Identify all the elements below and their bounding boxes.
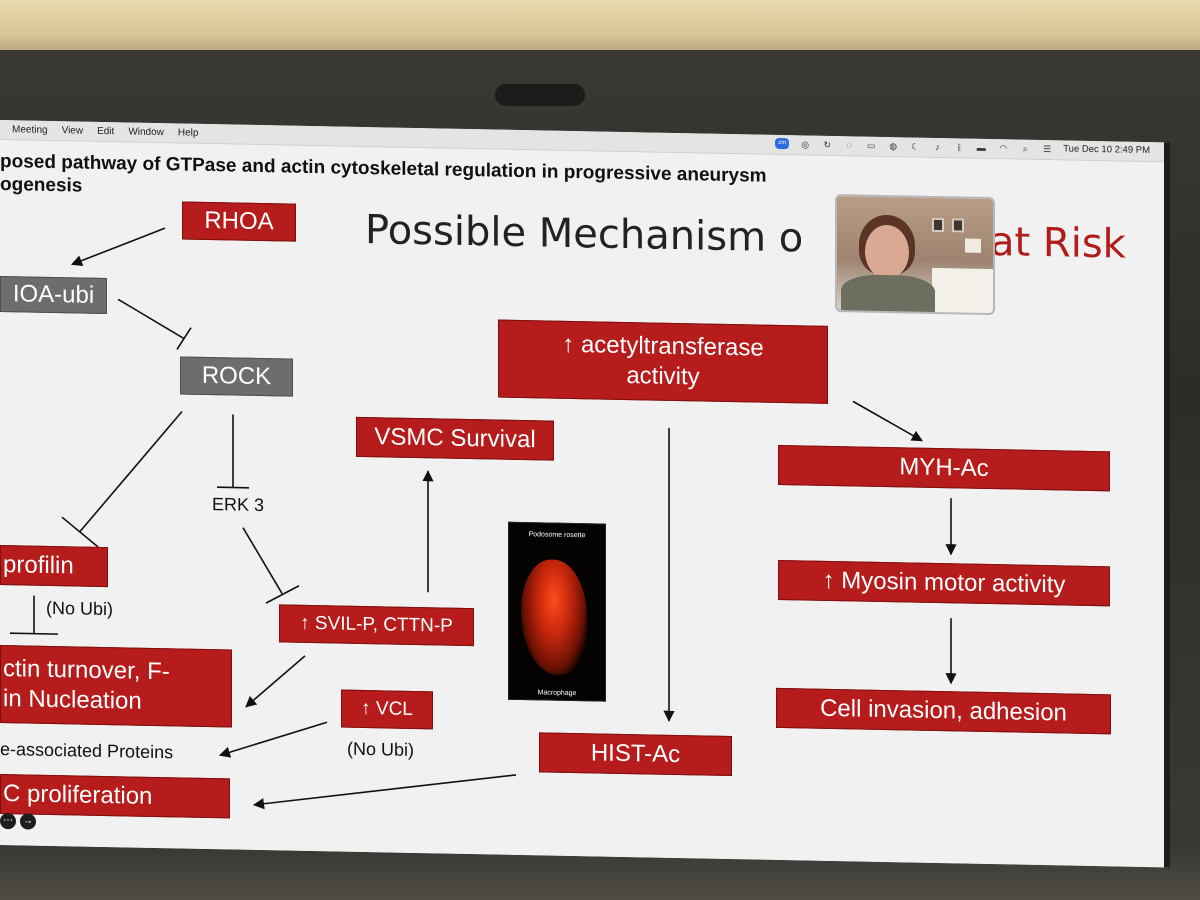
- presenter-body: [841, 274, 935, 316]
- inhibit-erk3-svil: [242, 527, 283, 594]
- moon-icon[interactable]: ☾: [911, 140, 920, 152]
- menu-edit[interactable]: Edit: [97, 125, 115, 138]
- node-rhoa-ubi: IOA-ubi: [0, 276, 107, 315]
- presenter-face: [865, 224, 909, 280]
- arrow-rhoa-to-ubi: [70, 227, 166, 266]
- micrograph-bottom-caption: Macrophage: [537, 689, 577, 698]
- inhibit-ubi-rock: [117, 298, 185, 340]
- node-rock: ROCK: [180, 356, 293, 397]
- control-center-icon[interactable]: ☰: [1043, 143, 1052, 154]
- inhibit-bar-profilin-noubi: [10, 632, 58, 635]
- spinner-icon[interactable]: ◌: [846, 139, 852, 150]
- menu-meeting[interactable]: Meeting: [12, 124, 48, 136]
- arrow-vcl-to-proteins: [218, 721, 328, 758]
- micrograph-top-caption: Podosome rosette: [528, 531, 586, 540]
- inhibit-bar-rock-profilin: [61, 516, 99, 548]
- node-proliferation: C proliferation: [0, 774, 230, 819]
- tv-screen: Meeting View Edit Window Help zm ◎ ↻ ◌ ▭…: [0, 120, 1170, 868]
- arrow-acetyl-to-myh: [852, 400, 923, 442]
- webcam-overlay[interactable]: [835, 194, 995, 316]
- more-options-icon[interactable]: ⋯: [0, 813, 16, 830]
- node-actin-turnover-line1: ctin turnover, F-: [3, 655, 170, 686]
- label-no-ubi-vcl: (No Ubi): [347, 738, 415, 760]
- label-no-ubi-profilin: (No Ubi): [46, 597, 114, 620]
- inhibit-bar-rock-erk3: [217, 486, 249, 489]
- menu-view[interactable]: View: [61, 125, 84, 137]
- pathway-arrows: [10, 227, 957, 810]
- node-hist-ac: HIST-Ac: [539, 732, 732, 777]
- wifi-icon[interactable]: ◠: [999, 142, 1008, 153]
- arrow-svil-to-actin: [245, 655, 306, 708]
- node-actin-turnover: ctin turnover, F- in Nucleation: [0, 645, 232, 728]
- node-acetyltransferase-line2: activity: [626, 362, 700, 391]
- node-actin-turnover-line2: in Nucleation: [3, 685, 142, 715]
- node-erk3: ERK 3: [212, 494, 265, 516]
- menu-clock[interactable]: Tue Dec 10 2:49 PM: [1063, 143, 1150, 157]
- podosome-micrograph: Podosome rosette Macrophage: [508, 521, 606, 702]
- node-myosin-motor: ↑ Myosin motor activity: [778, 559, 1110, 607]
- zoom-status-icon[interactable]: zm: [775, 137, 790, 150]
- battery-icon[interactable]: ▬: [976, 142, 986, 153]
- menu-window[interactable]: Window: [128, 126, 164, 139]
- tv-camera: [495, 84, 585, 106]
- node-acetyltransferase: ↑ acetyltransferase activity: [498, 319, 828, 404]
- inhibit-rock-profilin: [79, 410, 183, 533]
- sync-icon[interactable]: ↻: [823, 139, 831, 150]
- inhibit-bar-ubi-rock: [176, 327, 192, 350]
- node-profilin: profilin: [0, 545, 108, 588]
- micrograph-cell: [521, 559, 587, 676]
- slide: posed pathway of GTPase and actin cytosk…: [0, 140, 1164, 868]
- window-icon[interactable]: ▭: [866, 140, 876, 151]
- node-cell-invasion: Cell invasion, adhesion: [776, 687, 1111, 735]
- node-vsmc-survival: VSMC Survival: [356, 416, 554, 461]
- next-slide-icon[interactable]: →: [20, 813, 36, 830]
- menu-help[interactable]: Help: [177, 127, 199, 139]
- slide-nav: ⋯ →: [0, 813, 36, 830]
- search-icon[interactable]: ⌕: [1022, 143, 1028, 154]
- inhibit-bar-erk3-svil: [265, 585, 300, 604]
- screen-share-icon[interactable]: ◎: [801, 138, 810, 150]
- node-myh-ac: MYH-Ac: [778, 444, 1110, 492]
- node-acetyltransferase-line1: ↑ acetyltransferase: [562, 330, 764, 362]
- node-rhoa: RHOA: [182, 201, 296, 242]
- globe-icon[interactable]: ◍: [889, 140, 898, 151]
- arrow-hist-to-proliferation: [252, 774, 517, 810]
- node-associated-proteins: e-associated Proteins: [0, 739, 174, 763]
- node-vcl: ↑ VCL: [341, 689, 433, 730]
- volume-icon[interactable]: ♪: [934, 141, 940, 152]
- node-svil-cttn: ↑ SVIL-P, CTTN-P: [279, 604, 474, 647]
- bluetooth-icon[interactable]: ᛒ: [956, 141, 962, 152]
